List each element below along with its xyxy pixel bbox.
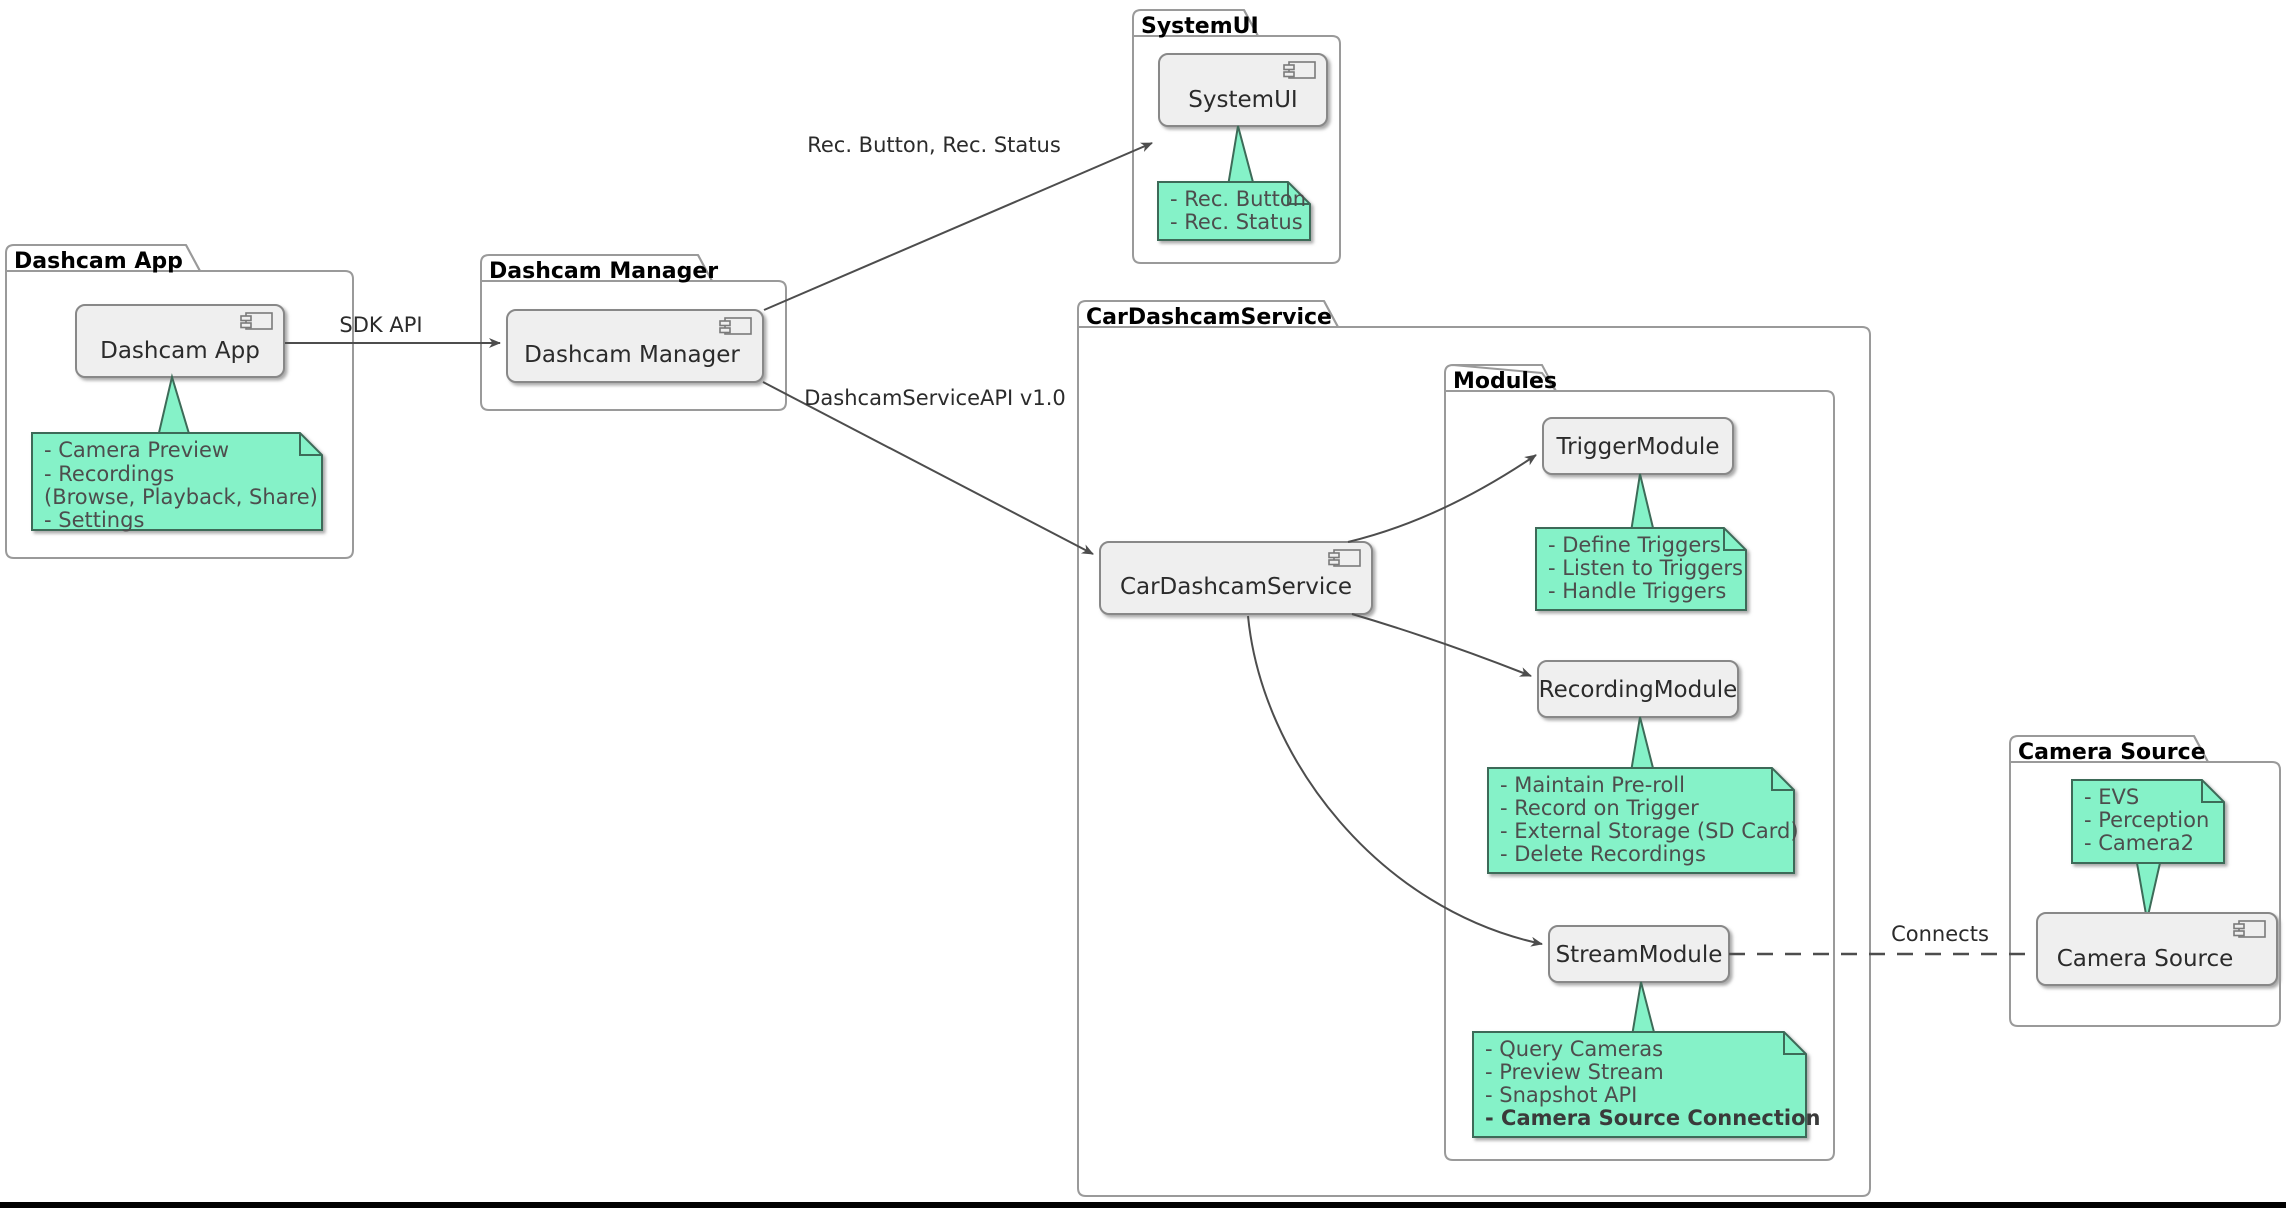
edge-dashcamserviceapi: DashcamServiceAPI v1.0 xyxy=(762,381,1094,555)
note-stream-module: - Query Cameras - Preview Stream - Snaps… xyxy=(1472,1031,1820,1138)
note-anchor-recording-module xyxy=(1629,716,1656,773)
edge-label-rec-button-rec-status: Rec. Button, Rec. Status xyxy=(807,133,1061,157)
edge-rec-button-rec-status: Rec. Button, Rec. Status xyxy=(763,133,1153,311)
component-camera-source[interactable]: Camera Source xyxy=(2036,912,2278,986)
package-camera-source: Camera Source - EVS - Perception - Camer… xyxy=(2009,735,2281,1027)
note-camera-source: - EVS - Perception - Camera2 xyxy=(2071,779,2225,864)
package-title-modules: Modules xyxy=(1453,369,1557,394)
note-line: - Settings xyxy=(44,508,144,532)
component-label-dashcam-app: Dashcam App xyxy=(100,338,260,364)
note-anchor-systemui xyxy=(1226,125,1256,187)
component-label-stream-module: StreamModule xyxy=(1556,942,1723,968)
package-dashcam-manager: Dashcam Manager Dashcam Manager xyxy=(480,254,787,411)
note-line: - Preview Stream xyxy=(1485,1060,1664,1084)
note-recording-module: - Maintain Pre-roll - Record on Trigger … xyxy=(1487,767,1799,874)
component-recording-module[interactable]: RecordingModule xyxy=(1537,660,1739,718)
note-line: - Snapshot API xyxy=(1485,1083,1637,1107)
component-label-cardashcamservice: CarDashcamService xyxy=(1120,574,1352,600)
package-title-camera-source: Camera Source xyxy=(2018,740,2206,765)
edge-label-sdk-api: SDK API xyxy=(339,313,422,337)
note-line: - Camera Source Connection xyxy=(1485,1106,1820,1130)
package-modules: Modules TriggerModule - Define Triggers … xyxy=(1444,363,1835,1161)
component-label-recording-module: RecordingModule xyxy=(1539,677,1738,703)
package-title-systemui: SystemUI xyxy=(1141,14,1259,39)
component-label-camera-source: Camera Source xyxy=(2057,946,2234,972)
component-systemui[interactable]: SystemUI xyxy=(1158,53,1328,127)
package-title-cardashcamservice: CarDashcamService xyxy=(1086,305,1332,330)
component-dashcam-manager[interactable]: Dashcam Manager xyxy=(506,309,764,383)
package-title-dashcam-manager: Dashcam Manager xyxy=(489,259,718,284)
component-stereotype-icon xyxy=(1283,61,1316,79)
note-line: - Perception xyxy=(2084,808,2209,832)
note-line: - Define Triggers xyxy=(1548,533,1721,557)
note-line: - Recordings xyxy=(44,462,174,486)
component-dashcam-app[interactable]: Dashcam App xyxy=(75,304,285,378)
note-anchor-trigger-module xyxy=(1629,473,1656,533)
note-line: - Rec. Status xyxy=(1170,210,1303,234)
component-stereotype-icon xyxy=(719,317,752,335)
note-anchor-dashcam-app xyxy=(156,373,192,438)
component-label-trigger-module: TriggerModule xyxy=(1556,434,1720,460)
component-stereotype-icon xyxy=(240,312,273,330)
note-line: - External Storage (SD Card) xyxy=(1500,819,1799,843)
note-line: - Query Cameras xyxy=(1485,1037,1663,1061)
package-systemui: SystemUI SystemUI - Rec. Button - Rec. S… xyxy=(1132,9,1341,264)
note-line: - EVS xyxy=(2084,785,2139,809)
component-label-dashcam-manager: Dashcam Manager xyxy=(524,342,740,368)
note-line: - Listen to Triggers xyxy=(1548,556,1743,580)
package-dashcam-app: Dashcam App Dashcam App - Camera Preview… xyxy=(5,244,354,559)
edge-label-connects: Connects xyxy=(1891,922,1989,946)
component-stereotype-icon xyxy=(2233,920,2266,938)
component-stereotype-icon xyxy=(1328,549,1361,567)
note-systemui: - Rec. Button - Rec. Status xyxy=(1157,181,1311,241)
note-line: (Browse, Playback, Share) xyxy=(44,485,318,509)
note-dashcam-app: - Camera Preview - Recordings (Browse, P… xyxy=(31,432,323,532)
note-anchor-camera-source xyxy=(2135,862,2162,921)
edge-connects: Connects xyxy=(1729,922,2037,956)
note-line: - Camera Preview xyxy=(44,438,229,462)
bottom-border-bar xyxy=(0,1202,2286,1208)
note-line: - Handle Triggers xyxy=(1548,579,1726,603)
note-anchor-stream-module xyxy=(1630,981,1657,1037)
note-trigger-module: - Define Triggers - Listen to Triggers -… xyxy=(1535,527,1747,611)
note-line: - Rec. Button xyxy=(1170,187,1306,211)
edge-to-trigger-module xyxy=(1347,454,1537,543)
edge-sdk-api: SDK API xyxy=(285,313,501,348)
component-stream-module[interactable]: StreamModule xyxy=(1548,925,1730,983)
package-cardashcamservice: CarDashcamService CarDashcamService Modu… xyxy=(1077,300,1871,1197)
edge-to-stream-module xyxy=(1247,615,1543,947)
component-trigger-module[interactable]: TriggerModule xyxy=(1542,417,1734,475)
component-label-systemui: SystemUI xyxy=(1188,87,1297,113)
package-title-dashcam-app: Dashcam App xyxy=(14,249,183,274)
note-line: - Record on Trigger xyxy=(1500,796,1699,820)
edge-label-dashcamserviceapi: DashcamServiceAPI v1.0 xyxy=(804,386,1066,410)
component-cardashcamservice[interactable]: CarDashcamService xyxy=(1099,541,1373,615)
edge-to-recording-module xyxy=(1351,613,1532,677)
note-line: - Camera2 xyxy=(2084,831,2194,855)
note-line: - Maintain Pre-roll xyxy=(1500,773,1685,797)
note-line: - Delete Recordings xyxy=(1500,842,1706,866)
